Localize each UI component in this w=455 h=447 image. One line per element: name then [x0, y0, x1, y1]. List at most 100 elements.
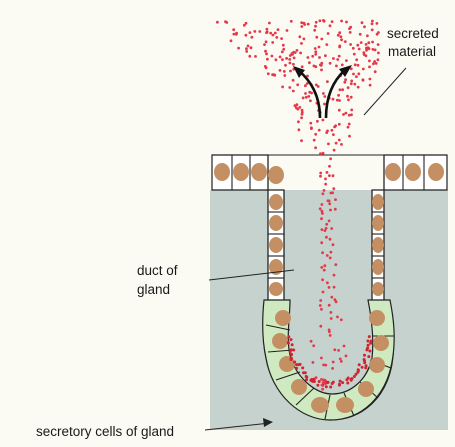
secreted-dot	[353, 83, 356, 86]
secreted-dot	[371, 20, 374, 23]
secreted-dot	[321, 210, 324, 213]
secreted-label-line1: secreted	[387, 26, 439, 41]
secreted-dot	[308, 61, 311, 64]
secretory-granule	[290, 357, 293, 360]
nucleus	[428, 163, 444, 181]
nucleus	[272, 333, 288, 349]
secreted-dot	[347, 126, 350, 129]
secreted-dot	[340, 360, 343, 363]
secreted-dot	[284, 64, 287, 67]
nucleus	[233, 163, 249, 181]
secreted-dot	[272, 34, 275, 37]
secreted-dot	[305, 96, 308, 99]
secreted-dot	[328, 220, 331, 223]
secreted-dot	[279, 69, 282, 72]
secreted-dot	[357, 72, 360, 75]
secreted-dot	[348, 123, 351, 126]
secreted-dot	[301, 65, 304, 68]
secretory-granule	[355, 373, 358, 376]
secreted-dot	[350, 109, 353, 112]
secreted-dot	[326, 80, 329, 83]
secreted-dot	[319, 152, 322, 155]
secreted-dot	[282, 44, 285, 47]
secreted-dot	[341, 64, 344, 67]
secreted-dot	[332, 243, 335, 246]
secreted-dot	[289, 70, 292, 73]
secreted-dot	[263, 43, 266, 46]
secreted-dot	[322, 92, 325, 95]
secreted-dot	[319, 325, 322, 328]
secretory-cells-label: secretory cells of gland	[36, 424, 174, 439]
secreted-dot	[224, 20, 227, 23]
secreted-dot	[333, 286, 336, 289]
secreted-dot	[298, 128, 301, 131]
secreted-dot	[340, 20, 343, 23]
secretory-granule	[367, 344, 370, 347]
secreted-dot	[337, 34, 340, 37]
secreted-dot	[332, 57, 335, 60]
secreted-dot	[321, 251, 324, 254]
secreted-dot	[271, 55, 274, 58]
secreted-dot	[264, 50, 267, 53]
nucleus	[372, 194, 384, 210]
secreted-dot	[354, 63, 357, 66]
secreted-dot	[253, 30, 256, 33]
secreted-dot	[320, 266, 323, 269]
secreted-dot	[377, 43, 380, 46]
secreted-dot	[329, 334, 332, 337]
secreted-dot	[319, 172, 322, 175]
nucleus	[372, 259, 384, 275]
secreted-dot	[371, 22, 374, 25]
secreted-dot	[315, 21, 318, 24]
nucleus	[251, 163, 267, 181]
secretory-granule	[370, 340, 373, 343]
secreted-dot	[335, 65, 338, 68]
secretory-granule	[347, 377, 350, 380]
secreted-dot	[334, 208, 337, 211]
secreted-dot	[323, 103, 326, 106]
secreted-dot	[349, 26, 352, 29]
secretory-granule	[301, 366, 304, 369]
secreted-dot	[309, 122, 312, 125]
secreted-dot	[324, 54, 327, 57]
nucleus	[372, 237, 384, 253]
secretory-granule	[365, 364, 368, 367]
secreted-dot	[332, 174, 335, 177]
secreted-dot	[325, 236, 328, 239]
secreted-dot	[327, 32, 330, 35]
secreted-dot	[328, 174, 331, 177]
secreted-dot	[285, 57, 288, 60]
secreted-dot	[307, 95, 310, 98]
secreted-dot	[350, 80, 353, 83]
secreted-dot	[348, 135, 351, 138]
secreted-dot	[362, 68, 365, 71]
secreted-dot	[321, 228, 324, 231]
secreted-dot	[340, 143, 343, 146]
secreted-dot	[232, 28, 235, 31]
secreted-dot	[318, 56, 321, 59]
secretory-granule	[316, 384, 319, 387]
secreted-dot	[300, 25, 303, 28]
secreted-dot	[245, 47, 248, 50]
secreted-dot	[334, 198, 337, 201]
secreted-dot	[330, 227, 333, 230]
secreted-dot	[373, 60, 376, 63]
secreted-dot	[290, 20, 293, 23]
secreted-dot	[338, 46, 341, 49]
nucleus	[275, 310, 291, 326]
secreted-dot	[280, 37, 283, 40]
secreted-dot	[337, 94, 340, 97]
secreted-dot	[245, 22, 248, 25]
secreted-dot	[299, 52, 302, 55]
secreted-dot	[326, 281, 329, 284]
secreted-dot	[245, 34, 248, 37]
secreted-dot	[361, 21, 364, 24]
secreted-dot	[274, 32, 277, 35]
secreted-dot	[283, 70, 286, 73]
secreted-dot	[325, 43, 328, 46]
secreted-dot	[321, 203, 324, 206]
secreted-dot	[343, 81, 346, 84]
secreted-dot	[330, 311, 333, 314]
secreted-dot	[355, 75, 358, 78]
secretory-granule	[361, 366, 364, 369]
